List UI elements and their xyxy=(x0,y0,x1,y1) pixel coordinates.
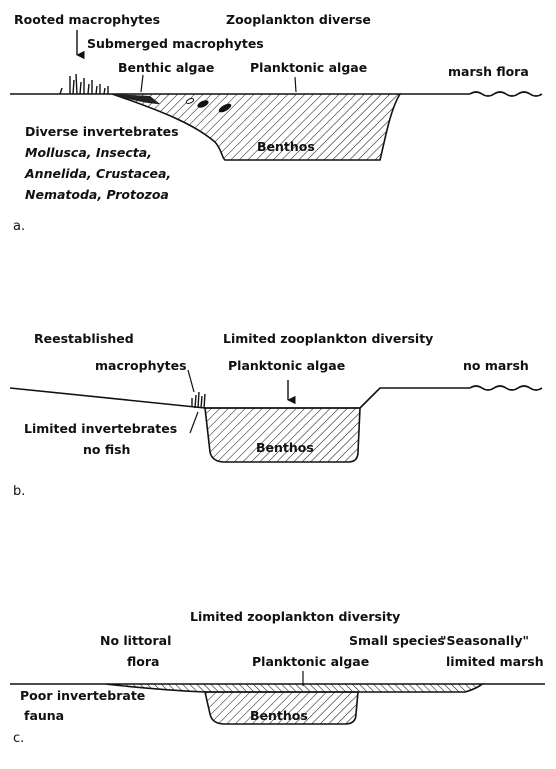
label-planktonic-algae-c: Planktonic algae xyxy=(252,654,369,669)
marsh-wave-a xyxy=(470,92,542,96)
label-benthos-a: Benthos xyxy=(257,139,315,154)
macrophytes-b xyxy=(192,392,205,408)
label-rooted-macrophytes: Rooted macrophytes xyxy=(14,12,160,27)
label-limited-zooplankton-c: Limited zooplankton diversity xyxy=(190,609,400,624)
label-no-fish: no fish xyxy=(83,442,130,457)
label-seasonally: "Seasonally" xyxy=(440,633,529,648)
label-limited-invertebrates: Limited invertebrates xyxy=(24,421,177,436)
panel-c: Limited zooplankton diversity No littora… xyxy=(10,609,545,746)
label-small-species: Small species xyxy=(349,633,445,648)
label-benthos-b: Benthos xyxy=(256,440,314,455)
label-zooplankton-diverse: Zooplankton diverse xyxy=(226,12,371,27)
label-flora: flora xyxy=(127,654,159,669)
arrow-macrophytes-b xyxy=(188,370,194,392)
label-fauna: fauna xyxy=(24,708,64,723)
littoral-band-c xyxy=(105,684,482,692)
label-benthos-c: Benthos xyxy=(250,708,308,723)
label-planktonic-algae-a: Planktonic algae xyxy=(250,60,367,75)
label-poor-invertebrate: Poor invertebrate xyxy=(20,688,145,703)
label-no-littoral: No littoral xyxy=(100,633,171,648)
shore-b-left xyxy=(10,388,205,408)
label-invertebrates-3: Annelida, Crustacea, xyxy=(24,166,171,181)
label-invertebrates-1: Diverse invertebrates xyxy=(25,124,179,139)
shore-b-right xyxy=(360,388,470,408)
label-submerged-macrophytes: Submerged macrophytes xyxy=(87,36,264,51)
arrow-limited-invertebrates xyxy=(190,412,198,433)
arrow-benthic xyxy=(141,75,143,92)
marsh-wave-b xyxy=(470,386,542,390)
panel-b: Reestablished Limited zooplankton divers… xyxy=(10,331,542,499)
panel-letter-c: c. xyxy=(13,731,24,746)
label-no-marsh: no marsh xyxy=(463,358,529,373)
macrophytes-a xyxy=(60,74,108,94)
arrow-planktonic-a xyxy=(295,77,296,92)
label-benthic-algae: Benthic algae xyxy=(118,60,214,75)
label-planktonic-algae-b: Planktonic algae xyxy=(228,358,345,373)
label-reestablished: Reestablished xyxy=(34,331,134,346)
panel-letter-a: a. xyxy=(13,219,25,234)
label-marsh-flora: marsh flora xyxy=(448,64,529,79)
label-limited-zooplankton-b: Limited zooplankton diversity xyxy=(223,331,433,346)
label-limited-marsh: limited marsh xyxy=(446,654,544,669)
panel-a: Rooted macrophytes Zooplankton diverse S… xyxy=(10,12,542,234)
label-invertebrates-2: Mollusca, Insecta, xyxy=(25,145,152,160)
panel-letter-b: b. xyxy=(13,484,25,499)
label-invertebrates-4: Nematoda, Protozoa xyxy=(25,187,169,202)
label-macrophytes-b: macrophytes xyxy=(95,358,187,373)
